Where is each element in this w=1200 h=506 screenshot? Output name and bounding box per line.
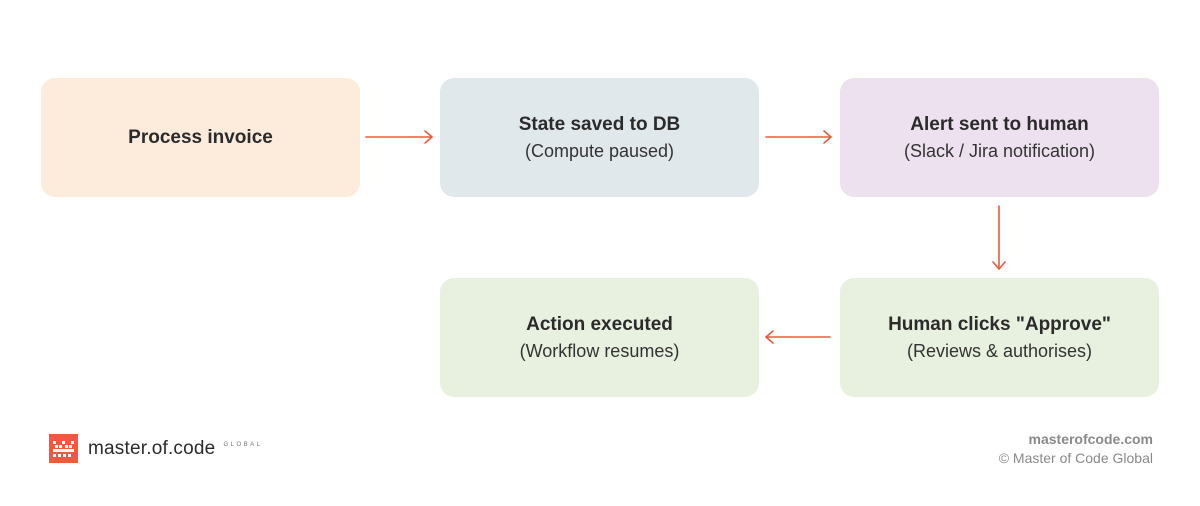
step-subtitle: (Slack / Jira notification) (903, 140, 1096, 161)
copyright: © Master of Code Global (998, 450, 1153, 466)
step-subtitle: (Compute paused) (524, 140, 675, 161)
brand-name: master.of.code (88, 437, 216, 459)
step-human-approves: Human clicks "Approve" (Reviews & author… (840, 278, 1159, 397)
arrow-right-icon (765, 130, 832, 144)
step-state-saved: State saved to DB (Compute paused) (440, 78, 759, 197)
step-title: State saved to DB (518, 113, 681, 135)
arrow-right-icon (365, 130, 433, 144)
step-subtitle: (Reviews & authorises) (906, 340, 1093, 361)
brand-global: GLOBAL (223, 441, 263, 448)
step-title: Process invoice (128, 126, 273, 148)
arrow-left-icon (765, 330, 831, 344)
step-action-executed: Action executed (Workflow resumes) (440, 278, 759, 397)
brand-logo: master.of.code GLOBAL (49, 434, 262, 463)
step-title: Human clicks "Approve" (888, 313, 1111, 335)
step-title: Alert sent to human (910, 113, 1089, 135)
step-process-invoice: Process invoice (41, 78, 360, 197)
site-url: masterofcode.com (1028, 431, 1153, 447)
arrow-down-icon (992, 205, 1006, 270)
logo-crown-icon (49, 434, 78, 463)
footer-credits: masterofcode.com © Master of Code Global (999, 430, 1153, 468)
step-subtitle: (Workflow resumes) (519, 340, 680, 361)
step-title: Action executed (526, 313, 673, 335)
step-alert-sent: Alert sent to human (Slack / Jira notifi… (840, 78, 1159, 197)
